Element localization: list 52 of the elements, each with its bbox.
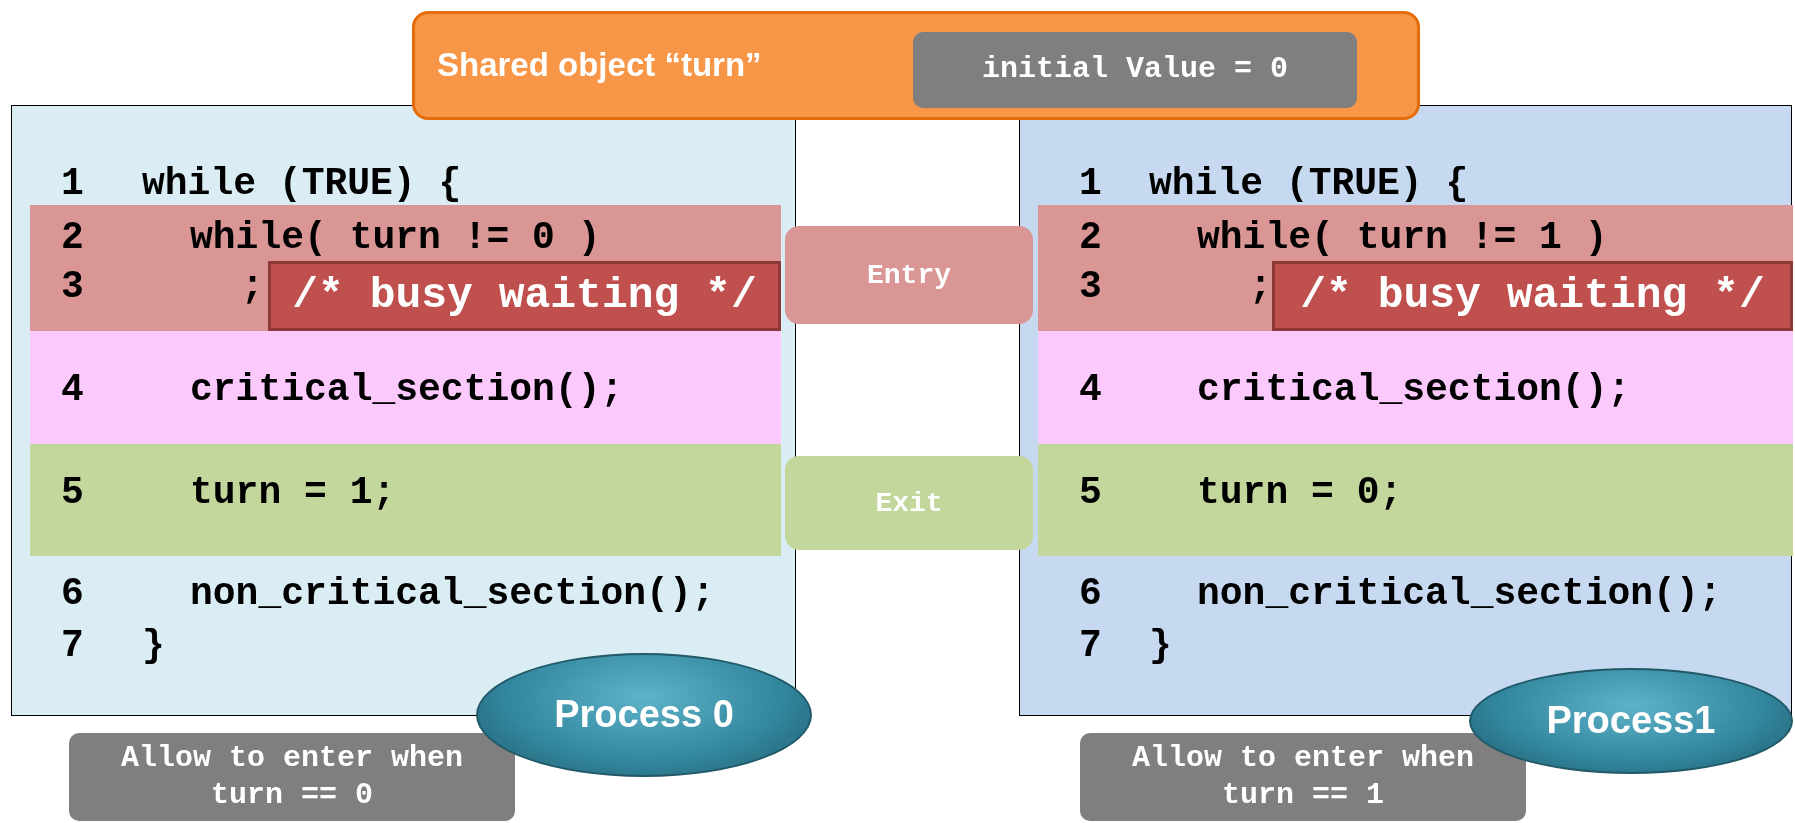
box-title: Shared object “turn”: [437, 46, 762, 84]
code-line: ;: [1249, 265, 1272, 309]
initial-value-box: [913, 32, 1357, 108]
line-number: 7: [1079, 624, 1102, 668]
busy-waiting-comment-box: [1272, 261, 1793, 331]
section-label: Entry: [867, 258, 951, 293]
line-number: 6: [61, 572, 84, 616]
line-number: 6: [1079, 572, 1102, 616]
code-band: [30, 205, 781, 331]
code-line: while( turn != 0 ): [190, 216, 601, 260]
line-number: 7: [61, 624, 84, 668]
line-number: 1: [1079, 162, 1102, 206]
value-label: initial Value = 0: [981, 51, 1289, 89]
code-comment: /* busy waiting */: [292, 270, 757, 323]
line-number: 5: [1079, 471, 1102, 515]
section-tag: [785, 226, 1033, 324]
code-line: turn = 1;: [190, 471, 396, 515]
busy-waiting-comment-box: [268, 261, 781, 331]
code-line: }: [1149, 624, 1172, 668]
line-number: 5: [61, 471, 84, 515]
code-band: [30, 444, 781, 556]
note-box: [1080, 733, 1526, 821]
code-line: non_critical_section();: [190, 572, 715, 616]
line-number: 4: [61, 368, 84, 412]
code-band: [1038, 444, 1793, 556]
line-number: 2: [61, 216, 84, 260]
code-line: while (TRUE) {: [142, 162, 462, 206]
code-line: non_critical_section();: [1197, 572, 1722, 616]
code-line: while( turn != 1 ): [1197, 216, 1608, 260]
code-band: [30, 331, 781, 444]
line-number: 2: [1079, 216, 1102, 260]
code-line: ;: [241, 265, 264, 309]
code-line: turn = 0;: [1197, 471, 1403, 515]
section-tag: [785, 456, 1033, 550]
code-line: critical_section();: [1197, 368, 1631, 412]
process-label: Process1: [1546, 698, 1716, 744]
note-text: Allow to enter when turn == 0: [119, 739, 465, 814]
note-text: Allow to enter when turn == 1: [1130, 739, 1476, 814]
line-number: 4: [1079, 368, 1102, 412]
code-comment: /* busy waiting */: [1300, 270, 1765, 323]
line-number: 1: [61, 162, 84, 206]
code-band: [1038, 205, 1793, 331]
line-number: 3: [1079, 265, 1102, 309]
section-label: Exit: [875, 486, 943, 521]
line-number: 3: [61, 265, 84, 309]
code-line: }: [142, 624, 165, 668]
note-box: [69, 733, 515, 821]
shared-object-box: [412, 11, 1420, 120]
code-line: critical_section();: [190, 368, 624, 412]
code-band: [1038, 331, 1793, 444]
code-line: while (TRUE) {: [1149, 162, 1469, 206]
process-label: Process 0: [554, 692, 734, 738]
